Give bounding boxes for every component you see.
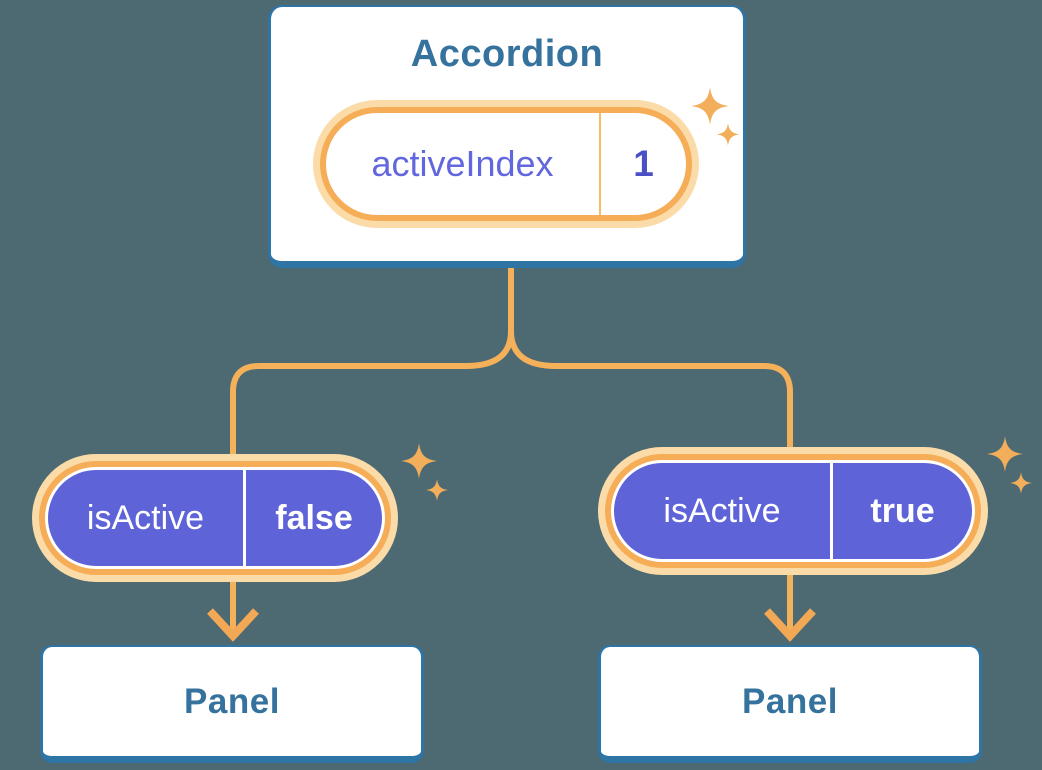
sparkle-icon <box>691 87 740 146</box>
panel-card-right: Panel <box>598 645 982 763</box>
sparkle-icon <box>401 443 448 501</box>
arrow-down-icon <box>764 608 816 642</box>
panel-card-left: Panel <box>40 645 424 763</box>
pill-divider <box>243 470 246 566</box>
state-pill-value: 1 <box>633 143 654 184</box>
prop-pill-label: isActive <box>86 498 205 537</box>
arrow-down-icon <box>207 608 259 642</box>
prop-pill-label: isActive <box>663 491 781 530</box>
panel-title: Panel <box>184 681 280 721</box>
prop-pill-value: false <box>275 498 353 537</box>
sparkle-icon <box>987 436 1032 494</box>
accordion-title: Accordion <box>410 33 604 75</box>
branch-left-line <box>230 268 514 630</box>
state-pill-ring: activeIndex 1 <box>320 107 692 221</box>
panel-title: Panel <box>742 681 838 721</box>
prop-pill-ring: isActive false <box>39 461 391 575</box>
pill-divider <box>599 113 601 215</box>
state-pill: activeIndex 1 <box>313 100 699 228</box>
prop-pill-ring: isActive true <box>605 454 981 568</box>
state-pill-label: activeIndex <box>371 143 554 184</box>
prop-pill-value: true <box>870 491 935 530</box>
accordion-card: Accordion activeIndex 1 <box>268 5 746 268</box>
prop-pill-true: isActive true <box>598 447 988 575</box>
pill-divider <box>830 463 833 559</box>
prop-pill-false: isActive false <box>32 454 398 582</box>
branch-right-line <box>508 268 793 630</box>
